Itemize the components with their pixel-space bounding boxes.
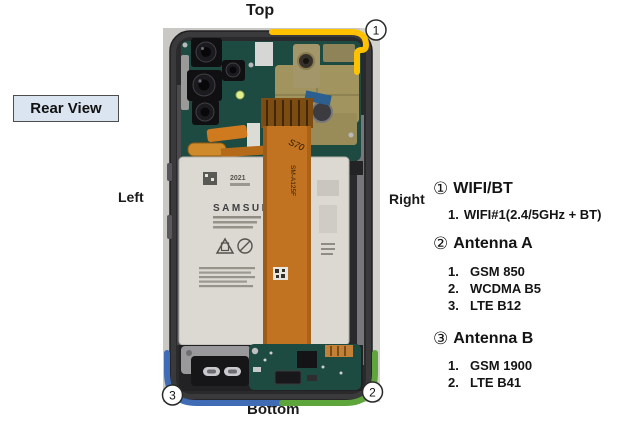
item-number: 1. [448,264,459,279]
marker-3-number: 3 [169,389,176,403]
flex-model-text: SM-A125F [289,165,296,196]
legend-antenna-a-item-1: 1. GSM 850 [448,263,541,280]
item-number: 1. [448,207,459,222]
circled-2-icon: ② [433,234,449,253]
item-number: 2. [448,281,459,296]
screw [348,132,354,138]
sub-pcb-ic [297,351,317,368]
shield-can-top [323,44,355,62]
item-number: 1. [448,358,459,373]
item-label: GSM 1900 [470,358,533,373]
marker-3: 3 [161,384,184,406]
circled-1-icon: ① [433,179,449,198]
wifi-antenna-highlight [269,29,369,75]
legend-section-wifi-heading: ① WIFI/BT [433,179,513,199]
legend-wifi-item-1: 1. WIFI#1(2.4/5GHz + BT) [448,206,601,223]
flex-qr-sticker [273,267,288,280]
item-label: WCDMA B5 [470,281,542,296]
orientation-label-top: Top [246,2,275,19]
camera-module-4 [192,100,219,125]
legend-section-antenna-b-heading: ③ Antenna B [433,329,533,349]
item-label: LTE B12 [470,298,522,313]
camera-module-3 [222,60,245,81]
phone-teardown-photo: 2021 SAMSUNG [161,19,387,406]
circled-3-icon: ③ [433,329,449,348]
legend-antenna-b-item-1: 1. GSM 1900 [448,357,532,374]
main-flex-cable: SM-A125F S70 [261,98,313,360]
battery-year-text: 2021 [230,175,246,182]
item-number: 3. [448,298,459,313]
side-button-upper [167,163,172,181]
frame-right-rail [357,115,364,365]
legend-section-wifi-title: WIFI/BT [453,180,513,197]
legend-antenna-b-list: 1. GSM 1900 2. LTE B41 [448,357,532,391]
crossed-circle-icon [237,238,253,254]
usb-connector [274,370,302,385]
camera-module-2 [187,70,222,101]
bottom-assembly [179,344,363,391]
trash-bin-icon [220,242,230,252]
white-bracket [255,42,273,66]
screw [182,42,188,48]
battery-label-right [317,180,339,196]
blue-flex [304,90,332,106]
side-button-lower [167,215,172,239]
marker-1: 1 [365,19,387,41]
item-label: GSM 850 [470,264,525,279]
screw [186,350,192,356]
marker-2-number: 2 [369,386,376,400]
screw [251,347,259,355]
battery-qr-code [203,172,217,185]
item-label: WIFI#1(2.4/5GHz + BT) [463,207,602,222]
item-label: LTE B41 [470,375,522,390]
orientation-label-left: Left [118,189,144,205]
screw [248,62,254,68]
legend-antenna-a-item-3: 3. LTE B12 [448,297,541,314]
legend-antenna-a-item-2: 2. WCDMA B5 [448,280,541,297]
camera-module-1 [191,38,222,67]
legend-section-antenna-b-title: Antenna B [453,330,534,347]
white-component [247,123,260,153]
loudspeaker [191,356,249,386]
marker-1-number: 1 [373,24,380,38]
legend-antenna-b-item-2: 2. LTE B41 [448,374,532,391]
legend-section-antenna-a-title: Antenna A [453,235,533,252]
flash-led [235,90,245,100]
battery-brand-text: SAMSUNG [213,203,282,214]
rear-view-label-box: Rear View [13,95,119,122]
legend-antenna-a-list: 1. GSM 850 2. WCDMA B5 3. LTE B12 [448,263,541,314]
orientation-label-right: Right [389,191,425,207]
marker-2: 2 [361,381,384,403]
rear-view-label: Rear View [30,100,102,117]
legend-section-antenna-a-heading: ② Antenna A [433,234,533,254]
item-number: 2. [448,375,459,390]
